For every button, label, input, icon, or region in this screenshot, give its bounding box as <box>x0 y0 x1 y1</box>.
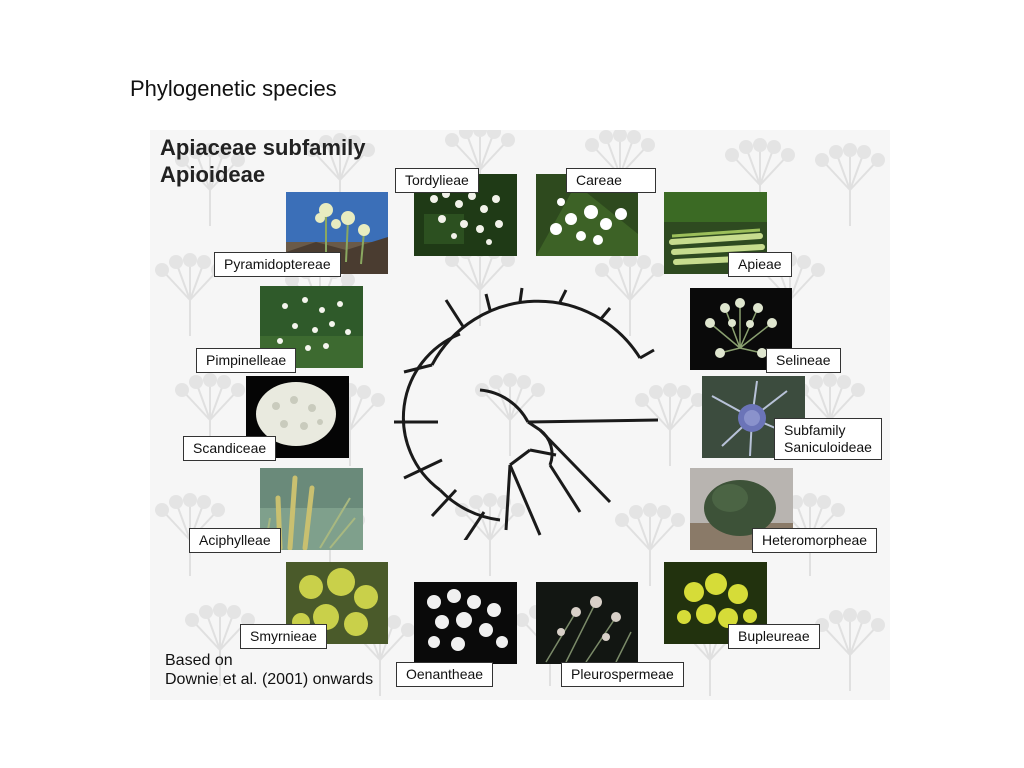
photo-careae <box>536 174 638 256</box>
photo-bupleureae <box>664 562 767 644</box>
label-smyrnieae: Smyrnieae <box>240 624 327 649</box>
label-bupleureae: Bupleureae <box>728 624 820 649</box>
label-aciphylleae: Aciphylleae <box>189 528 281 553</box>
label-careae: Careae <box>566 168 656 193</box>
figure-caption: Based on Downie et al. (2001) onwards <box>165 651 373 689</box>
label-saniculoideae-line2: Saniculoideae <box>784 439 872 455</box>
photo-oenantheae <box>414 582 517 664</box>
figure-heading: Apiaceae subfamily Apioideae <box>160 134 365 188</box>
label-pleurospermeae: Pleurospermeae <box>561 662 684 687</box>
label-heteromorpheae: Heteromorpheae <box>752 528 878 553</box>
phylogenetic-tree <box>394 287 659 540</box>
phylogeny-figure: Apiaceae subfamily Apioideae <box>150 130 890 700</box>
label-tordylieae: Tordylieae <box>395 168 479 193</box>
label-saniculoideae-line1: Subfamily <box>784 422 846 438</box>
label-apieae: Apieae <box>728 252 792 277</box>
figure-heading-line1: Apiaceae subfamily <box>160 135 366 160</box>
photo-pleurospermeae <box>536 582 638 664</box>
figure-heading-line2: Apioideae <box>160 162 266 187</box>
photo-aciphylleae <box>260 468 363 550</box>
label-saniculoideae: Subfamily Saniculoideae <box>774 418 882 460</box>
caption-line2: Downie et al. (2001) onwards <box>165 671 374 688</box>
label-selineae: Selineae <box>766 348 841 373</box>
label-pyramidoptereae: Pyramidoptereae <box>214 252 341 277</box>
label-pimpinelleae: Pimpinelleae <box>196 348 297 373</box>
slide-title: Phylogenetic species <box>130 76 337 101</box>
label-oenantheae: Oenantheae <box>396 662 494 687</box>
photo-saniculoideae <box>702 376 805 458</box>
caption-line1: Based on <box>165 652 233 669</box>
label-scandiceae: Scandiceae <box>183 436 277 461</box>
